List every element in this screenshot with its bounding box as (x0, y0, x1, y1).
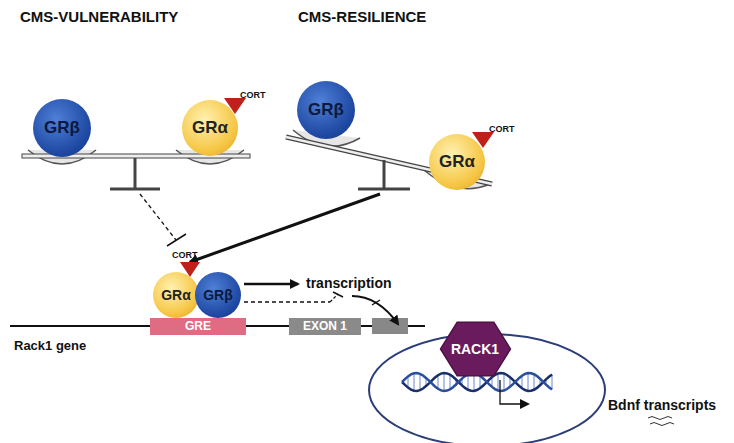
process-label: transcription (304, 275, 394, 291)
transcription-arrow (244, 283, 298, 286)
inhibit-line (330, 294, 338, 302)
nucleus (369, 334, 605, 443)
exon-box (372, 318, 408, 334)
inhibit-line (140, 194, 176, 240)
inhibit-bar (167, 234, 186, 246)
node-text: GRα (161, 287, 191, 303)
node-text: GRβ (308, 100, 344, 120)
node-text: GRα (439, 152, 475, 172)
node-text: GRβ (203, 287, 233, 303)
node-text: EXON 1 (303, 319, 347, 333)
gr-circle: GRα (153, 272, 199, 318)
gr-circle: GRβ (33, 99, 91, 157)
group-title: CMS-VULNERABILITY (20, 8, 178, 25)
node-text: RACK1 (451, 341, 499, 357)
inhibit-bar (372, 300, 380, 305)
gre-box: GRE (150, 318, 246, 335)
gr-circle: GRα (182, 100, 238, 156)
transcript-waves (648, 417, 674, 426)
gr-circle: GRβ (195, 272, 241, 318)
group-title: CMS-RESILIENCE (298, 8, 426, 25)
node-text: GRβ (44, 118, 80, 138)
node-text: GRα (192, 118, 228, 138)
activation-arrow (190, 194, 380, 262)
gr-circle: GRβ (297, 81, 355, 139)
balance-right (286, 130, 492, 189)
inhibit-line (244, 301, 330, 302)
transcript-label: Bdnf transcripts (608, 397, 716, 413)
gr-circle: GRα (429, 134, 485, 190)
exon-box: EXON 1 (289, 318, 361, 335)
promoter-arrow (500, 380, 528, 404)
cort-label: CORT (240, 90, 266, 100)
gene-name: Rack1 gene (14, 338, 86, 353)
rack1-hexagon: RACK1 (439, 321, 512, 377)
cort-label: CORT (172, 250, 198, 260)
cort-label: CORT (489, 124, 515, 134)
inhibit-bar (333, 292, 343, 297)
node-text: GRE (185, 319, 211, 333)
